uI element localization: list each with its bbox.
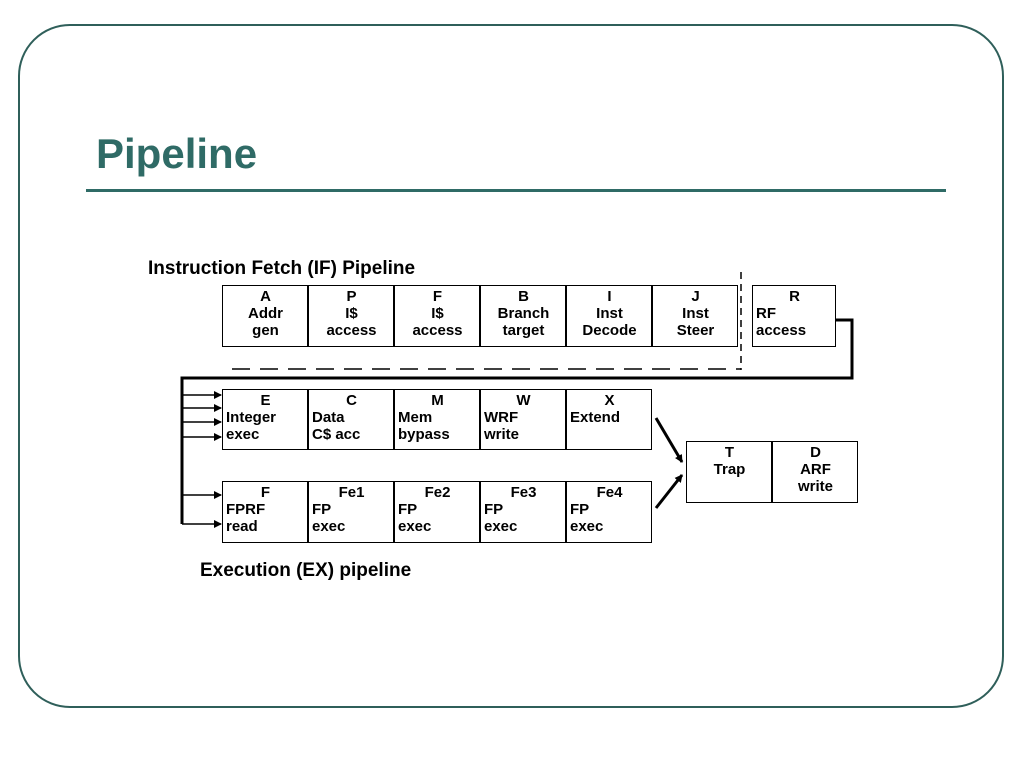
- stage-id: J: [691, 288, 700, 305]
- stage-text: Integer: [226, 409, 277, 426]
- stage-text: target: [502, 322, 545, 339]
- stage-text: read: [226, 518, 258, 535]
- stage-text: gen: [252, 322, 279, 339]
- stage-id: R: [789, 288, 800, 305]
- stage-id: Fe3: [510, 484, 537, 501]
- stage-id: X: [604, 392, 615, 409]
- stage-text: Mem: [398, 409, 433, 426]
- stage-id: C: [346, 392, 357, 409]
- stage-id: P: [346, 288, 357, 305]
- stage-text: write: [797, 478, 833, 495]
- title-underline: [86, 189, 946, 192]
- stage-text: FP: [312, 501, 332, 518]
- stage-id: T: [724, 444, 735, 461]
- stage-text: Steer: [676, 322, 715, 339]
- stage-text: C$ acc: [312, 426, 361, 443]
- stage-text: FP: [570, 501, 590, 518]
- stage-text: exec: [484, 518, 518, 535]
- if-pipeline-label: Instruction Fetch (IF) Pipeline: [148, 258, 416, 279]
- stage-id: I: [607, 288, 612, 305]
- stage-id: F: [432, 288, 443, 305]
- stage-id: E: [260, 392, 271, 409]
- stage-text: RF: [756, 305, 776, 322]
- stage-text: FP: [484, 501, 504, 518]
- stage-id: Fe4: [596, 484, 623, 501]
- stage-id: Fe1: [338, 484, 365, 501]
- stage-text: exec: [312, 518, 346, 535]
- stage-id: M: [431, 392, 444, 409]
- stage-text: Addr: [248, 305, 283, 322]
- stage-text: access: [326, 322, 377, 339]
- stage-text: exec: [570, 518, 604, 535]
- stage-id: A: [260, 288, 271, 305]
- stage-text: I$: [345, 305, 358, 322]
- stage-id: F: [260, 484, 271, 501]
- stage-text: exec: [398, 518, 432, 535]
- stage-text: I$: [431, 305, 444, 322]
- stage-id: Fe2: [424, 484, 451, 501]
- stage-text: FPRF: [226, 501, 266, 518]
- stage-text: Inst: [682, 305, 709, 322]
- stage-id: B: [518, 288, 529, 305]
- slide-title: Pipeline: [96, 130, 258, 177]
- stage-id: D: [810, 444, 821, 461]
- stage-text: Trap: [713, 461, 746, 478]
- stage-text: exec: [226, 426, 260, 443]
- stage-text: WRF: [484, 409, 519, 426]
- stage-text: write: [484, 426, 520, 443]
- stage-text: access: [756, 322, 807, 339]
- stage-text: FP: [398, 501, 418, 518]
- stage-id: W: [516, 392, 531, 409]
- stage-text: Decode: [582, 322, 637, 339]
- stage-text: Branch: [497, 305, 550, 322]
- stage-text: access: [412, 322, 463, 339]
- stage-text: Inst: [596, 305, 623, 322]
- stage-text: bypass: [398, 426, 450, 443]
- stage-text: Extend: [570, 409, 621, 426]
- stage-text: ARF: [800, 461, 831, 478]
- slide-frame: [18, 24, 1004, 708]
- ex-pipeline-label: Execution (EX) pipeline: [200, 560, 412, 581]
- stage-text: Data: [312, 409, 345, 426]
